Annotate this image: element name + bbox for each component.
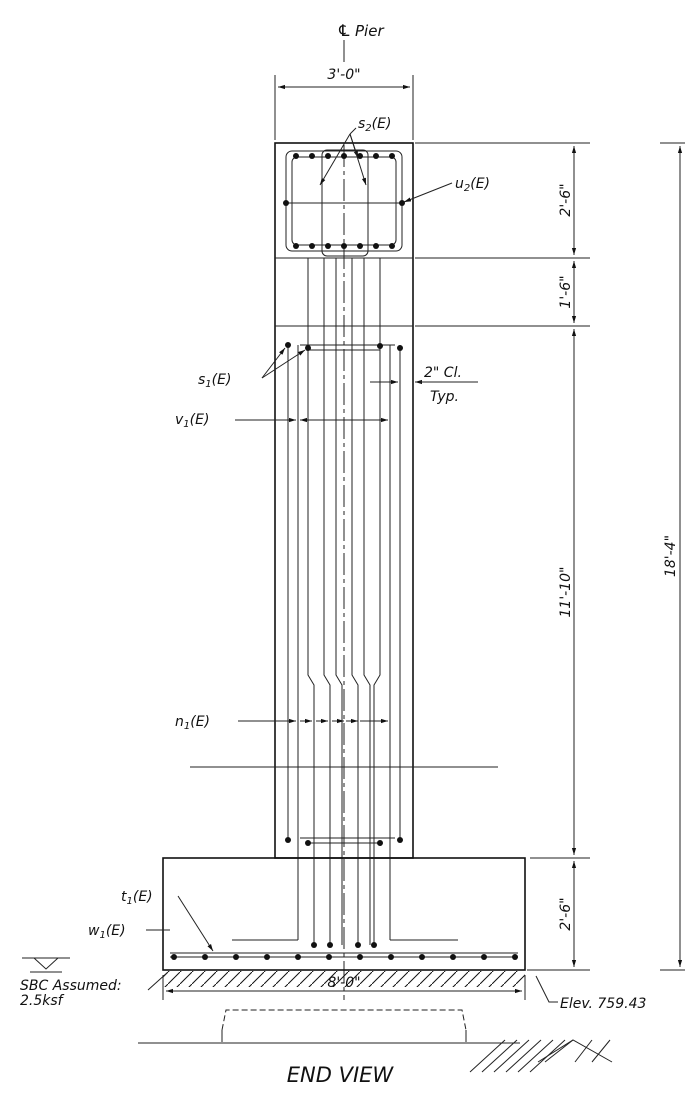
s2-label: s2(E) bbox=[358, 116, 391, 134]
lower-outline bbox=[138, 1009, 520, 1044]
cap-height-label: 2'-6" bbox=[558, 183, 574, 216]
water-table-symbol bbox=[22, 957, 70, 973]
footing-height-label: 2'-6" bbox=[558, 897, 574, 930]
elevation-label: Elev. 759.43 bbox=[560, 996, 646, 1012]
sbc-leader bbox=[147, 971, 169, 991]
s1-leader bbox=[261, 347, 306, 379]
centerline-label: Pier bbox=[355, 22, 384, 40]
clear-cover-label: 2" Cl. bbox=[424, 365, 462, 381]
n1-label: n1(E) bbox=[175, 714, 210, 732]
footing-reinforcement bbox=[170, 939, 518, 960]
u2-leader bbox=[403, 182, 453, 203]
v1-label: v1(E) bbox=[175, 412, 209, 430]
clear-cover-note: Typ. bbox=[430, 389, 459, 405]
s1-label: s1(E) bbox=[198, 372, 231, 390]
t1-label: t1(E) bbox=[121, 889, 153, 907]
centerline-symbol: ℄ bbox=[337, 21, 351, 40]
sbc-line-1: SBC Assumed: bbox=[20, 978, 122, 994]
column-ties bbox=[190, 342, 498, 846]
footing-width-label: 8'-0" bbox=[327, 975, 360, 991]
transition-height-label: 1'-6" bbox=[558, 275, 574, 308]
column-vertical-bars bbox=[287, 258, 401, 945]
pier-width-dimension bbox=[274, 75, 414, 140]
cap-bars bbox=[283, 153, 405, 249]
u2-label: u2(E) bbox=[455, 176, 490, 194]
t1-leader bbox=[177, 895, 214, 952]
vertical-dimensions bbox=[415, 142, 685, 971]
footing-outline bbox=[162, 857, 526, 971]
footing-width-dimension bbox=[162, 975, 526, 1000]
view-title: END VIEW bbox=[287, 1063, 395, 1087]
column-height-label: 11'-10" bbox=[558, 567, 574, 618]
elevation-leader bbox=[535, 975, 558, 1003]
soil-hatch bbox=[163, 971, 525, 987]
pier-width-label: 3'-0" bbox=[327, 67, 360, 83]
total-height-label: 18'-4" bbox=[663, 535, 679, 577]
s2-leader bbox=[319, 127, 367, 186]
sbc-line-2: 2.5ksf bbox=[20, 993, 65, 1009]
ground-hatch bbox=[469, 1039, 613, 1073]
w1-label: w1(E) bbox=[88, 923, 126, 941]
